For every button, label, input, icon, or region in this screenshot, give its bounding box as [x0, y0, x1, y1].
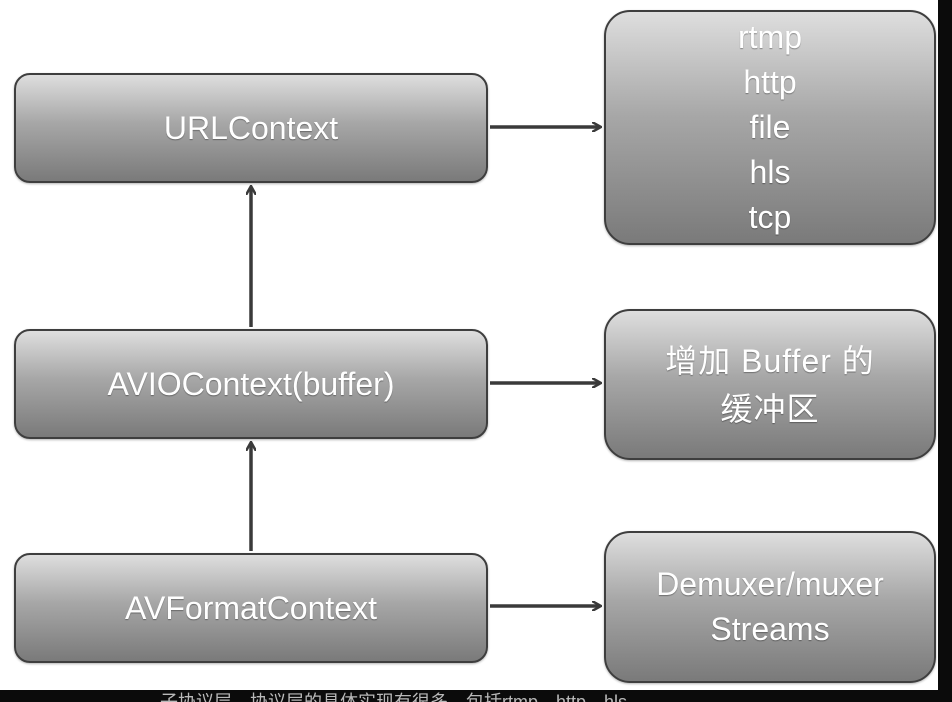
protocol-http: http — [743, 64, 797, 100]
buffer-box: 增加 Buffer 的 缓冲区 — [604, 309, 936, 460]
protocol-tcp: tcp — [748, 199, 792, 235]
urlcontext-box: URLContext — [14, 73, 488, 183]
diagram-canvas: URLContext AVIOContext(buffer) AVFormatC… — [0, 0, 938, 690]
protocols-box: rtmp http file hls tcp — [604, 10, 936, 245]
protocol-hls: hls — [749, 154, 791, 190]
buffer-label-line1: 增加 Buffer 的 — [665, 342, 875, 379]
caption-text: 子协议层，协议层的具体实现有很多，包括rtmp、http、hls — [160, 692, 628, 702]
aviocontext-box: AVIOContext(buffer) — [14, 329, 488, 439]
protocol-rtmp: rtmp — [738, 19, 802, 55]
buffer-label-line2: 缓冲区 — [720, 390, 820, 427]
avformatcontext-label: AVFormatContext — [125, 589, 377, 626]
connector-arrows — [0, 0, 938, 690]
aviocontext-label: AVIOContext(buffer) — [107, 365, 395, 402]
demux-label-line2: Streams — [710, 611, 830, 647]
demux-box: Demuxer/muxer Streams — [604, 531, 936, 683]
avformatcontext-box: AVFormatContext — [14, 553, 488, 663]
protocol-file: file — [749, 109, 791, 145]
demux-label-line1: Demuxer/muxer — [656, 566, 884, 602]
urlcontext-label: URLContext — [163, 109, 339, 146]
